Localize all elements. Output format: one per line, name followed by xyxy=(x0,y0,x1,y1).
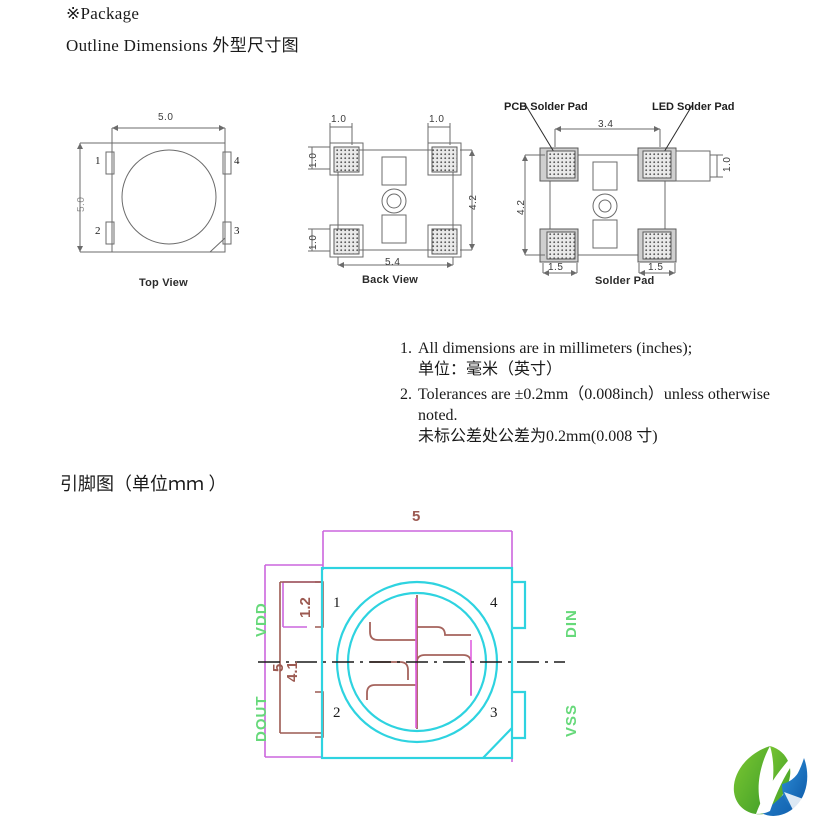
pinout-pin-2: 2 xyxy=(333,705,341,721)
top-view-label: Top View xyxy=(139,277,188,289)
note-text-en: Tolerances are ±0.2mm（0.008inch）unless o… xyxy=(418,386,771,425)
top-view-drawing xyxy=(77,125,232,253)
note-item: 1. All dimensions are in millimeters (in… xyxy=(392,338,792,380)
back-view-pad-dim-top-right: 1.0 xyxy=(429,114,445,125)
pinout-label-din: DIN xyxy=(563,609,580,638)
back-view-drawing xyxy=(308,123,475,268)
pinout-pin-4: 4 xyxy=(490,595,498,611)
solder-pad-right-dim: 1.0 xyxy=(722,156,733,172)
pinout-top-dim: 5 xyxy=(412,508,421,525)
solder-pad-width-dim: 3.4 xyxy=(598,119,614,130)
note-number: 1. xyxy=(400,340,412,357)
note-text-cn: 未标公差处公差为0.2mm(0.008 寸) xyxy=(418,428,658,446)
pinout-inner-dim: 4.1 xyxy=(284,661,301,682)
top-view-pin-1: 1 xyxy=(95,155,101,167)
pinout-label-vdd: VDD xyxy=(253,602,270,637)
solder-pad-callout-led: LED Solder Pad xyxy=(652,101,735,113)
back-view-pad-dim-left-upper: 1.0 xyxy=(308,152,319,168)
outline-dimensions-heading: Outline Dimensions 外型尺寸图 xyxy=(66,36,299,55)
top-view-pin-4: 4 xyxy=(234,155,240,167)
top-view-pin-2: 2 xyxy=(95,225,101,237)
solder-pad-height-dim: 4.2 xyxy=(516,199,527,215)
pinout-drawing xyxy=(258,530,565,762)
solder-pad-drawing xyxy=(522,105,723,276)
solder-pad-bottom-left-dim: 1.5 xyxy=(548,262,564,273)
note-item: 2. Tolerances are ±0.2mm（0.008inch）unles… xyxy=(392,384,792,447)
pinout-pad-dim: 1.2 xyxy=(297,597,314,618)
notes-list: 1. All dimensions are in millimeters (in… xyxy=(392,338,792,452)
solder-pad-label: Solder Pad xyxy=(595,275,655,287)
back-view-width-dim: 5.4 xyxy=(385,257,401,268)
top-view-width-dim: 5.0 xyxy=(158,112,174,123)
note-number: 2. xyxy=(400,386,412,404)
company-leaf-logo xyxy=(733,746,808,816)
pinout-label-dout: DOUT xyxy=(253,695,270,743)
pinout-pin-3: 3 xyxy=(490,705,498,721)
back-view-pad-dim-left-lower: 1.0 xyxy=(308,234,319,250)
solder-pad-bottom-right-dim: 1.5 xyxy=(648,262,664,273)
pinout-heading: 引脚图（单位ｍｍ ） xyxy=(60,474,227,494)
back-view-height-dim: 4.2 xyxy=(468,194,479,210)
pinout-label-vss: VSS xyxy=(563,703,580,737)
top-view-pin-3: 3 xyxy=(234,225,240,237)
note-text-cn: 单位：毫米（英寸） xyxy=(418,361,563,379)
note-text-en: All dimensions are in millimeters (inche… xyxy=(418,340,693,357)
solder-pad-callout-pcb: PCB Solder Pad xyxy=(504,101,588,113)
back-view-label: Back View xyxy=(362,274,419,286)
top-view-height-dim: 5.0 xyxy=(76,196,87,212)
back-view-pad-dim-top-left: 1.0 xyxy=(331,114,347,125)
pinout-pin-1: 1 xyxy=(333,595,341,611)
package-heading: ※Package xyxy=(66,4,140,23)
